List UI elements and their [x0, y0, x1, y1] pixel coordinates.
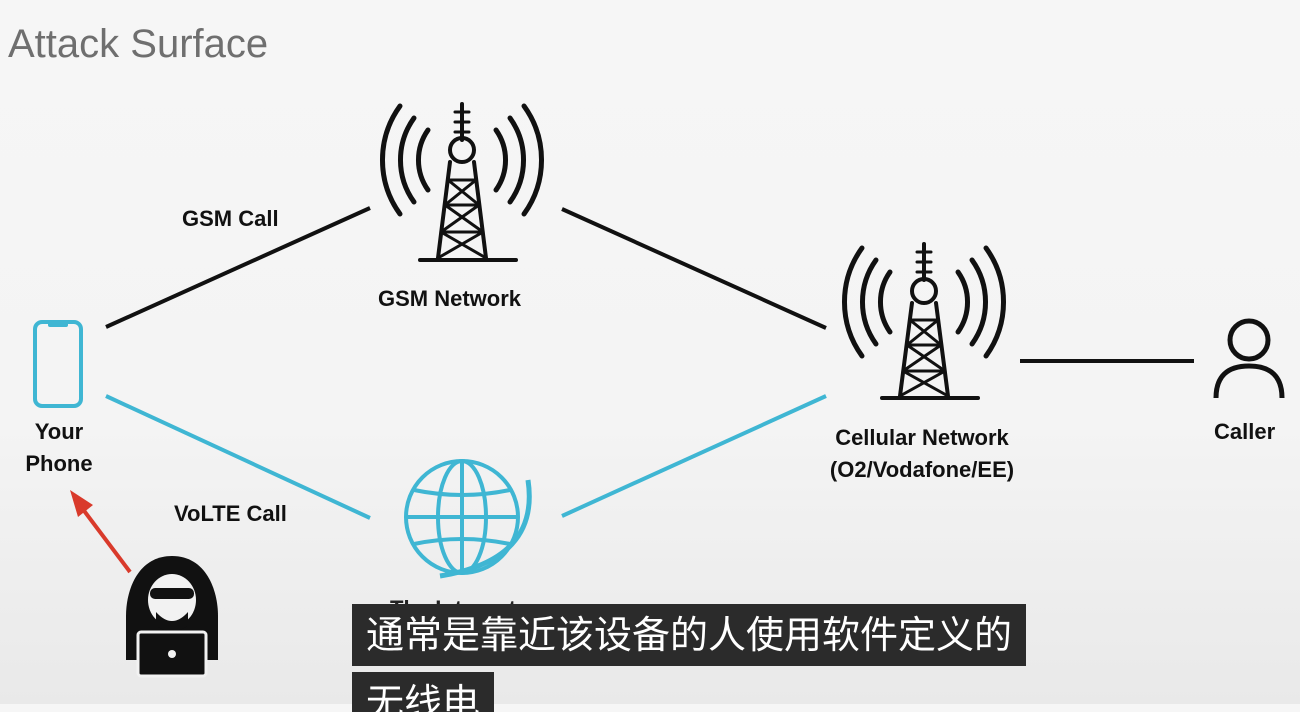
gsm-to-cellular-link	[561, 207, 827, 330]
attack-arrow-icon	[70, 490, 132, 574]
your-phone-label-line2: Phone	[25, 451, 93, 476]
cellular-network-label: Cellular Network (O2/Vodafone/EE)	[800, 422, 1044, 486]
subtitle-line1: 通常是靠近该设备的人使用软件定义的	[352, 604, 1027, 666]
cellular-network-label-line2: (O2/Vodafone/EE)	[829, 457, 1015, 482]
cellular-network-label-line1: Cellular Network	[835, 425, 1009, 450]
gsm-call-label: GSM Call	[182, 206, 279, 231]
globe-icon	[404, 459, 532, 579]
volte-call-link	[105, 394, 371, 520]
gsm-tower-icon	[380, 102, 544, 262]
cellular-tower-icon	[842, 242, 1006, 400]
phone-icon	[33, 320, 83, 408]
caller-label: Caller	[1214, 419, 1276, 444]
gsm-call-link	[105, 206, 371, 329]
internet-to-cellular-link	[561, 394, 827, 518]
subtitle-line2: 无线电	[352, 672, 495, 712]
page-title: Attack Surface	[8, 22, 269, 66]
hacker-icon	[126, 556, 218, 678]
volte-call-label: VoLTE Call	[174, 501, 287, 526]
your-phone-label-line1: Your	[34, 419, 84, 444]
caller-person-icon	[1213, 318, 1285, 399]
your-phone-label: Your Phone	[14, 416, 104, 480]
gsm-network-label: GSM Network	[378, 286, 522, 311]
